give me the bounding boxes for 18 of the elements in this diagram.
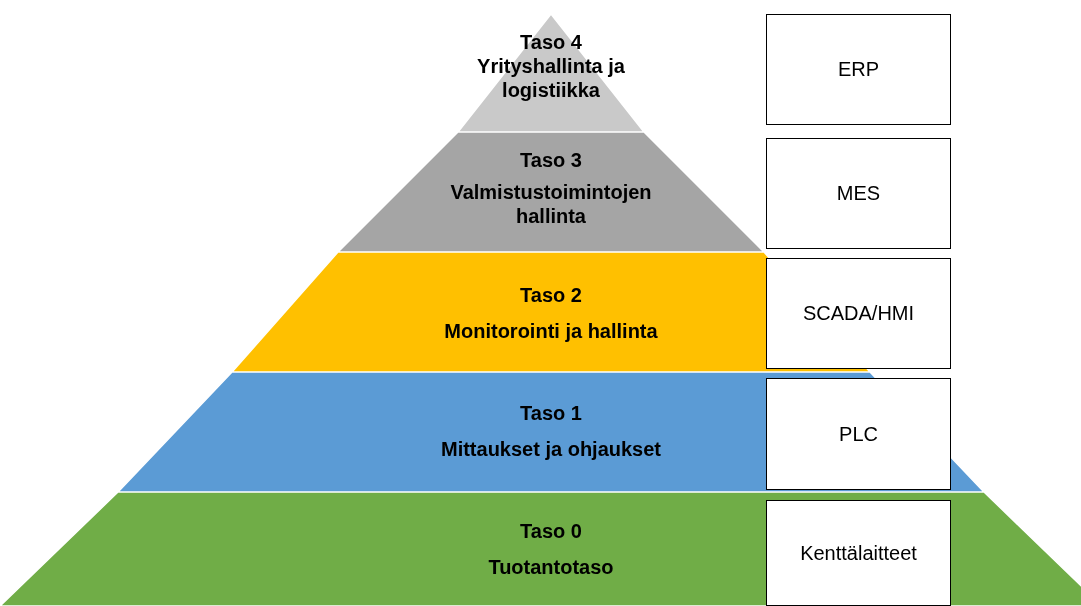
level-title: Taso 1 <box>520 401 582 425</box>
pyramid-level <box>0 492 1081 606</box>
level-description: Valmistustoimintojen hallinta <box>449 180 653 228</box>
level-description: Tuotantotaso <box>488 555 614 579</box>
system-box: PLC <box>766 378 951 490</box>
system-box: ERP <box>766 14 951 125</box>
pyramid-level <box>338 132 764 252</box>
level-description: Yrityshallinta ja logistiikka <box>476 54 626 102</box>
level-description: Monitorointi ja hallinta <box>444 319 658 343</box>
level-description: Mittaukset ja ohjaukset <box>440 437 662 461</box>
level-title: Taso 3 <box>520 148 582 172</box>
level-title: Taso 4 <box>520 30 582 54</box>
pyramid-level <box>118 372 984 492</box>
system-box: MES <box>766 138 951 249</box>
level-title: Taso 2 <box>520 283 582 307</box>
system-box: Kenttälaitteet <box>766 500 951 606</box>
level-title: Taso 0 <box>520 519 582 543</box>
system-box: SCADA/HMI <box>766 258 951 369</box>
